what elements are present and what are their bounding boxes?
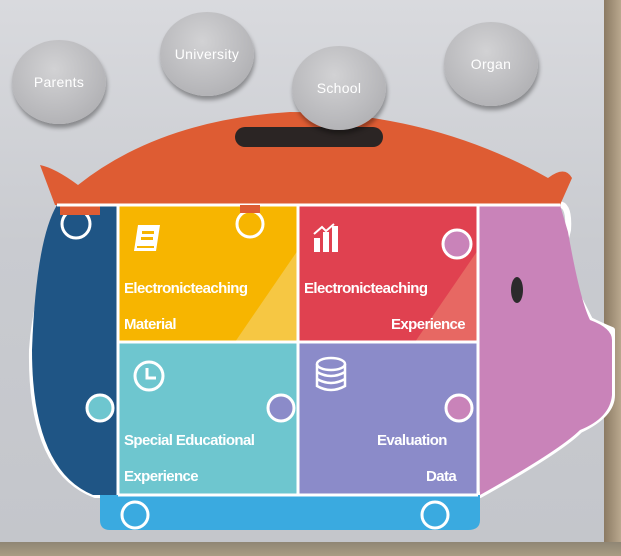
- tile-special: [118, 342, 298, 495]
- clock-icon: [133, 360, 165, 392]
- coin-slot: [235, 127, 383, 147]
- tile-experience-line2: Experience: [391, 316, 466, 333]
- tile-material-line2: Material: [124, 316, 176, 333]
- puzzle-knob: [85, 393, 115, 423]
- tile-evaluation: [298, 342, 478, 495]
- pig-back: [40, 112, 572, 205]
- pig-left-side: [32, 205, 118, 495]
- book-icon: [134, 225, 160, 251]
- tile-experience-line1: Electronicteaching: [304, 280, 428, 297]
- tile-special-line2: Experience: [124, 468, 199, 485]
- tile-evaluation-line2: Data: [426, 468, 457, 485]
- circle-school: School: [292, 46, 386, 130]
- pig-head: [478, 205, 612, 495]
- pig-feet: [100, 495, 480, 530]
- tile-special-line1: Special Educational: [124, 432, 255, 449]
- puzzle-knob: [266, 393, 296, 423]
- bar-chart-icon: [313, 223, 338, 252]
- tile-material-line1: Electronicteaching: [124, 280, 248, 297]
- circle-parents: Parents: [12, 40, 106, 124]
- circle-university: University: [160, 12, 254, 96]
- background-wood-bottom: [0, 542, 621, 556]
- pig-eye: [511, 277, 523, 303]
- puzzle-knob: [444, 393, 474, 423]
- background-wood-right: [604, 0, 621, 556]
- puzzle-knob: [235, 209, 265, 239]
- circle-organ: Organ: [444, 22, 538, 106]
- tile-evaluation-line1: Evaluation: [377, 432, 447, 449]
- puzzle-knob: [441, 228, 473, 260]
- database-icon: [315, 356, 347, 392]
